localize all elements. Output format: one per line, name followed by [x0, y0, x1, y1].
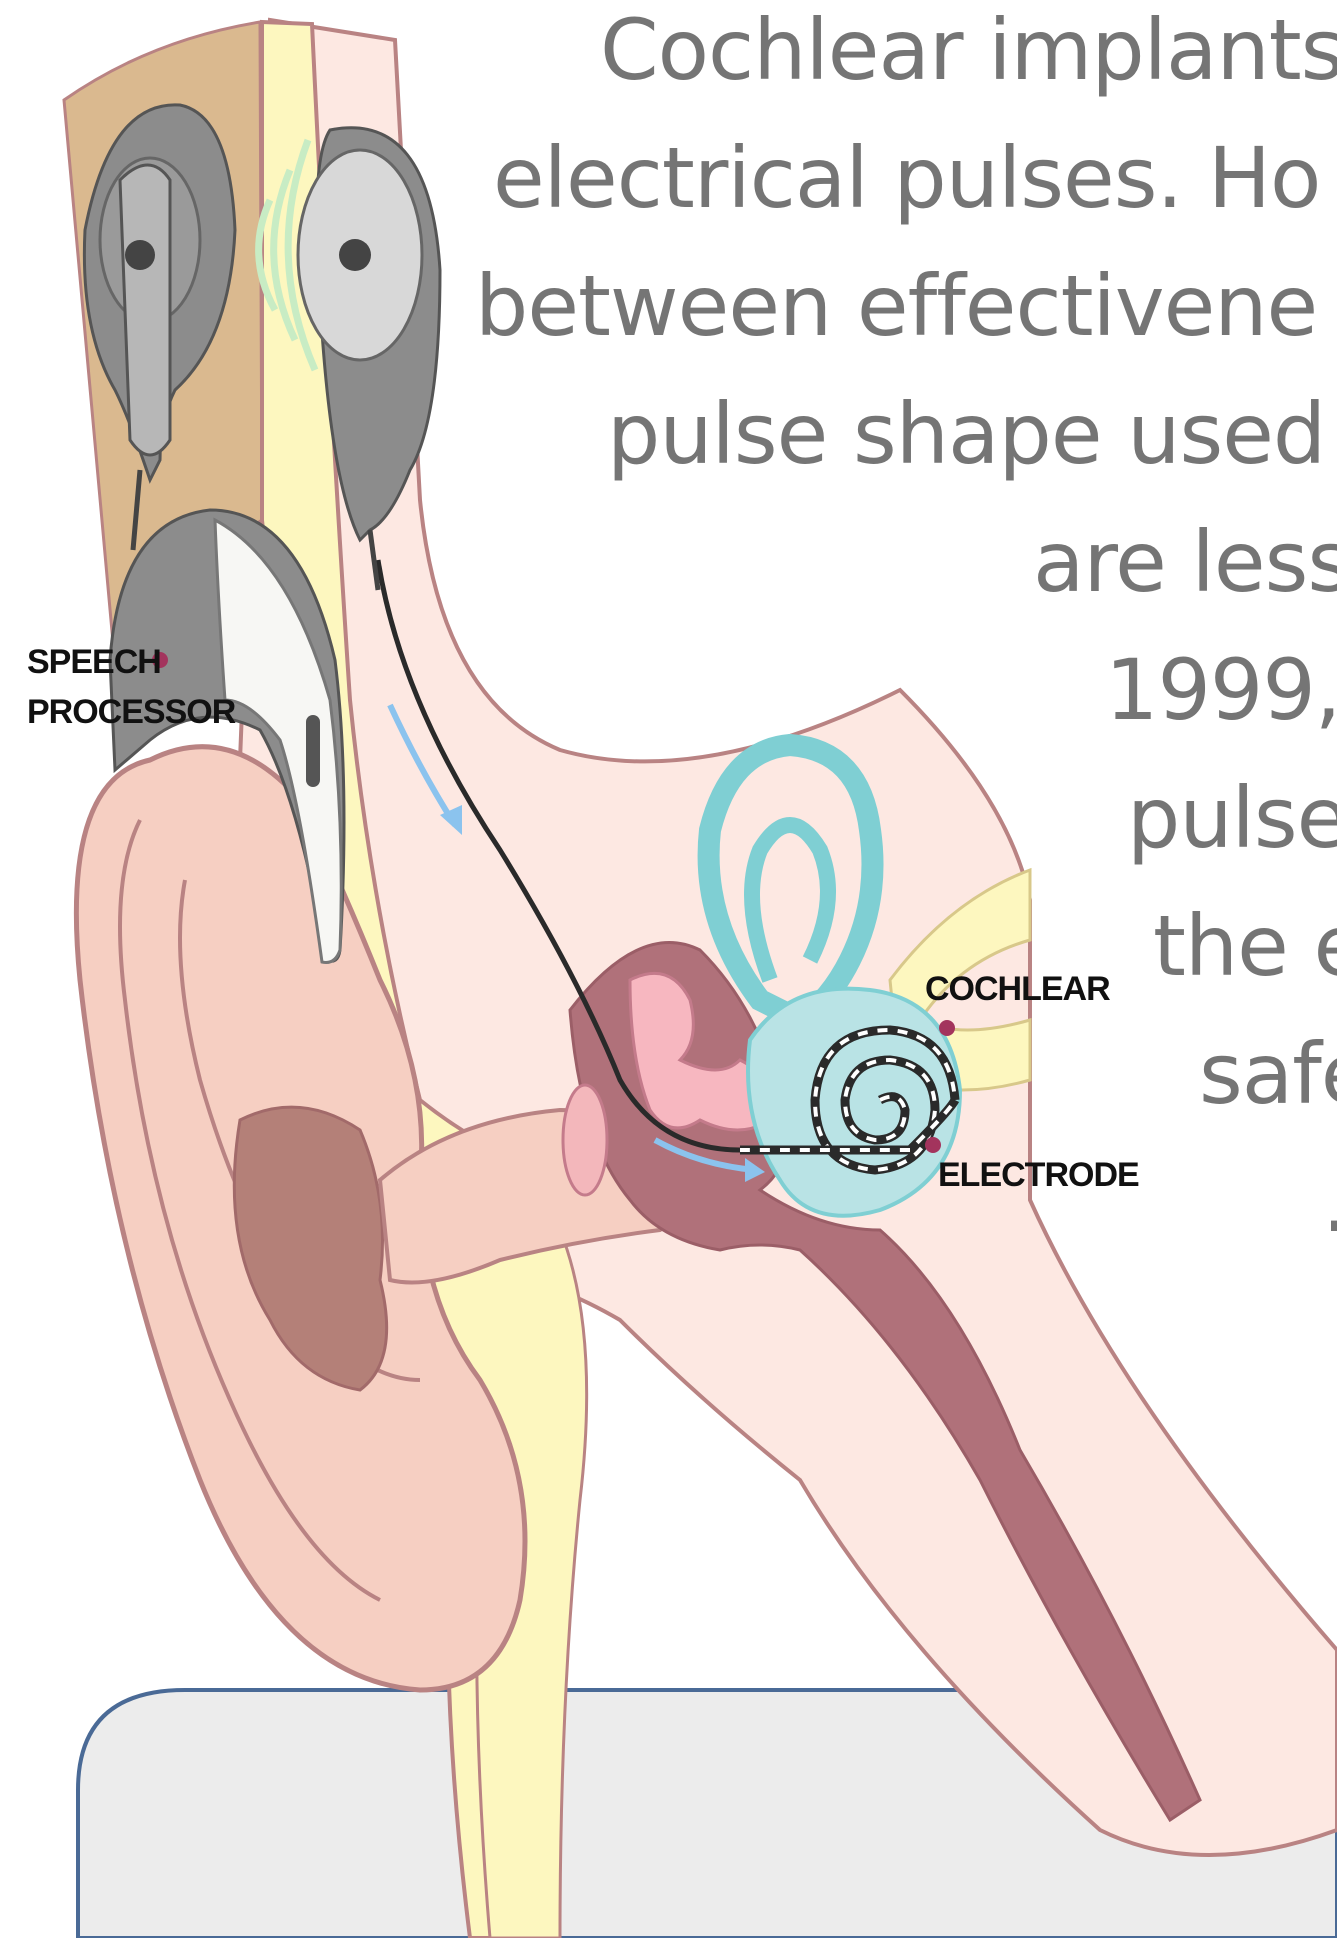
body-text-line-6: 1999, [1105, 648, 1337, 732]
electrode-marker [925, 1137, 941, 1153]
speech-processor-label-line-2: PROCESSOR [27, 695, 235, 729]
body-text-line-2: electrical pulses. Ho [493, 136, 1320, 220]
eardrum [563, 1085, 607, 1195]
speech-processor-label-line-1: SPEECH [27, 645, 161, 679]
body-text-line-1: Cochlear implants [600, 8, 1337, 92]
body-text-line-7: pulse [1127, 776, 1337, 860]
body-text-line-5: are less [1033, 520, 1337, 604]
electrode-label: ELECTRODE [938, 1158, 1139, 1192]
cochlear-marker [939, 1020, 955, 1036]
body-text-line-10: . [1322, 1160, 1337, 1244]
body-text-line-3: between effectivene [475, 264, 1317, 348]
body-text-line-9: safe [1199, 1032, 1337, 1116]
transmitter-magnet [339, 239, 371, 271]
cochlear-label: COCHLEAR [925, 972, 1110, 1006]
cochlea [748, 989, 960, 1216]
body-text-line-8: the e [1153, 904, 1337, 988]
body-text-line-4: pulse shape used [607, 392, 1325, 476]
